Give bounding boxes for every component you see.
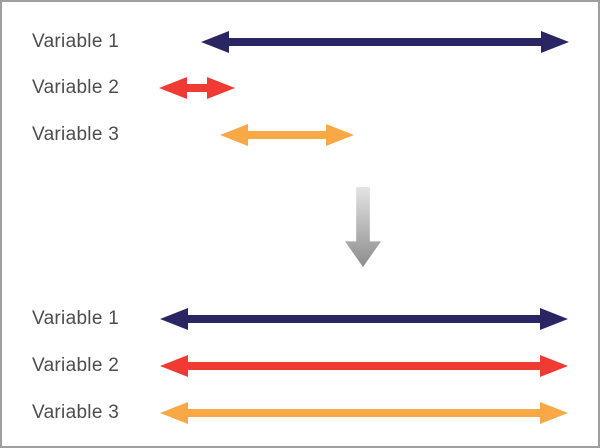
top-variable-3-range-arrow bbox=[220, 124, 354, 146]
bottom-variable-3-label: Variable 3 bbox=[32, 402, 120, 423]
top-variable-3-label: Variable 3 bbox=[32, 124, 120, 145]
right-arrowhead-icon bbox=[540, 402, 568, 424]
bottom-variable-1-range-arrow bbox=[160, 308, 568, 330]
left-arrowhead-icon bbox=[160, 355, 188, 377]
arrow-shaft bbox=[247, 131, 327, 139]
right-arrowhead-icon bbox=[540, 308, 568, 330]
top-variable-1-label: Variable 1 bbox=[32, 31, 120, 52]
arrow-shaft bbox=[187, 409, 541, 417]
arrow-shaft bbox=[228, 38, 542, 46]
left-arrowhead-icon bbox=[160, 308, 188, 330]
left-arrowhead-icon bbox=[160, 402, 188, 424]
right-arrowhead-icon bbox=[540, 355, 568, 377]
top-variable-1-range-arrow bbox=[201, 31, 569, 53]
down-arrow-icon bbox=[345, 187, 381, 267]
left-arrowhead-icon bbox=[201, 31, 229, 53]
bottom-variable-3-range-arrow bbox=[160, 402, 568, 424]
right-arrowhead-icon bbox=[541, 31, 569, 53]
bottom-variable-2-range-arrow bbox=[160, 355, 568, 377]
bottom-variable-2-label: Variable 2 bbox=[32, 355, 120, 376]
arrow-shaft bbox=[187, 362, 541, 370]
top-variable-2-range-arrow bbox=[159, 77, 235, 99]
left-arrowhead-icon bbox=[220, 124, 248, 146]
arrow-shaft bbox=[186, 84, 208, 92]
top-variable-2-label: Variable 2 bbox=[32, 77, 120, 98]
left-arrowhead-icon bbox=[159, 77, 187, 99]
arrow-shaft bbox=[187, 315, 541, 323]
bottom-variable-1-label: Variable 1 bbox=[32, 308, 120, 329]
right-arrowhead-icon bbox=[326, 124, 354, 146]
right-arrowhead-icon bbox=[207, 77, 235, 99]
